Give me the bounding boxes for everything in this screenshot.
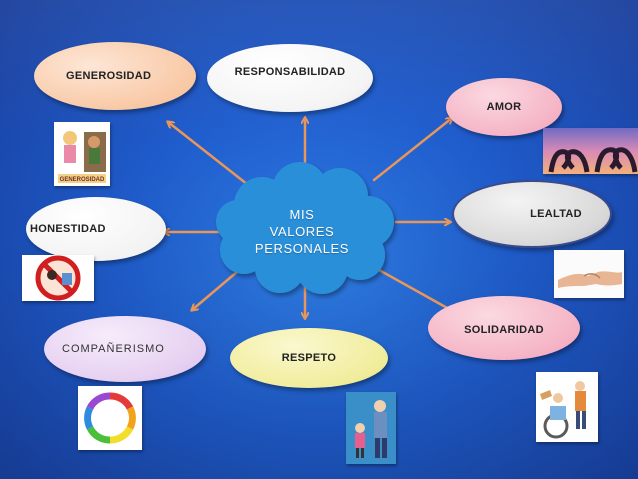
oval-responsabilidad: RESPONSABILIDAD (207, 44, 373, 112)
arrow-to-solidaridad (370, 264, 458, 314)
no-stealing-icon (22, 255, 94, 301)
oval-respeto: RESPETO (230, 328, 388, 388)
people-circle-icon (78, 386, 142, 450)
companerismo-image (78, 386, 142, 450)
label-generosidad: GENEROSIDAD (66, 70, 152, 82)
oval-lealtad: LEALTAD (452, 180, 612, 248)
children-sharing-icon: GENEROSIDAD (54, 122, 110, 186)
arrow-to-amor (372, 118, 452, 182)
arrow-to-companerismo (192, 264, 246, 310)
center-title-line-1: MIS (289, 206, 315, 222)
oval-solidaridad: SOLIDARIDAD (428, 296, 580, 360)
solidaridad-image (536, 372, 598, 442)
respeto-image (346, 392, 396, 464)
wheelchair-help-icon (536, 372, 598, 442)
oval-generosidad: GENEROSIDAD (34, 42, 196, 110)
generosidad-image: GENEROSIDAD (54, 122, 110, 186)
arrow-to-generosidad (168, 122, 254, 190)
handshake-icon (554, 250, 624, 298)
elder-child-icon (346, 392, 396, 464)
oval-honestidad: HONESTIDAD (26, 197, 166, 261)
honestidad-image (22, 255, 94, 301)
center-title-line-3: PERSONALES (254, 240, 350, 256)
label-solidaridad: SOLIDARIDAD (464, 324, 544, 336)
label-lealtad: LEALTAD (530, 208, 582, 220)
svg-text:GENEROSIDAD: GENEROSIDAD (60, 177, 105, 183)
heart-hands-icon (543, 128, 638, 174)
label-companerismo: COMPAÑERISMO (62, 343, 165, 355)
oval-amor: AMOR (446, 78, 562, 136)
label-amor: AMOR (486, 101, 522, 113)
lealtad-image (554, 250, 624, 298)
label-honestidad: HONESTIDAD (30, 223, 106, 235)
label-responsabilidad: RESPONSABILIDAD (234, 66, 346, 78)
label-respeto: RESPETO (281, 352, 337, 364)
center-title: MIS VALORES PERSONALES (232, 196, 372, 266)
amor-image (543, 128, 638, 174)
center-title-line-2: VALORES (269, 223, 335, 239)
oval-companerismo: COMPAÑERISMO (44, 316, 206, 382)
